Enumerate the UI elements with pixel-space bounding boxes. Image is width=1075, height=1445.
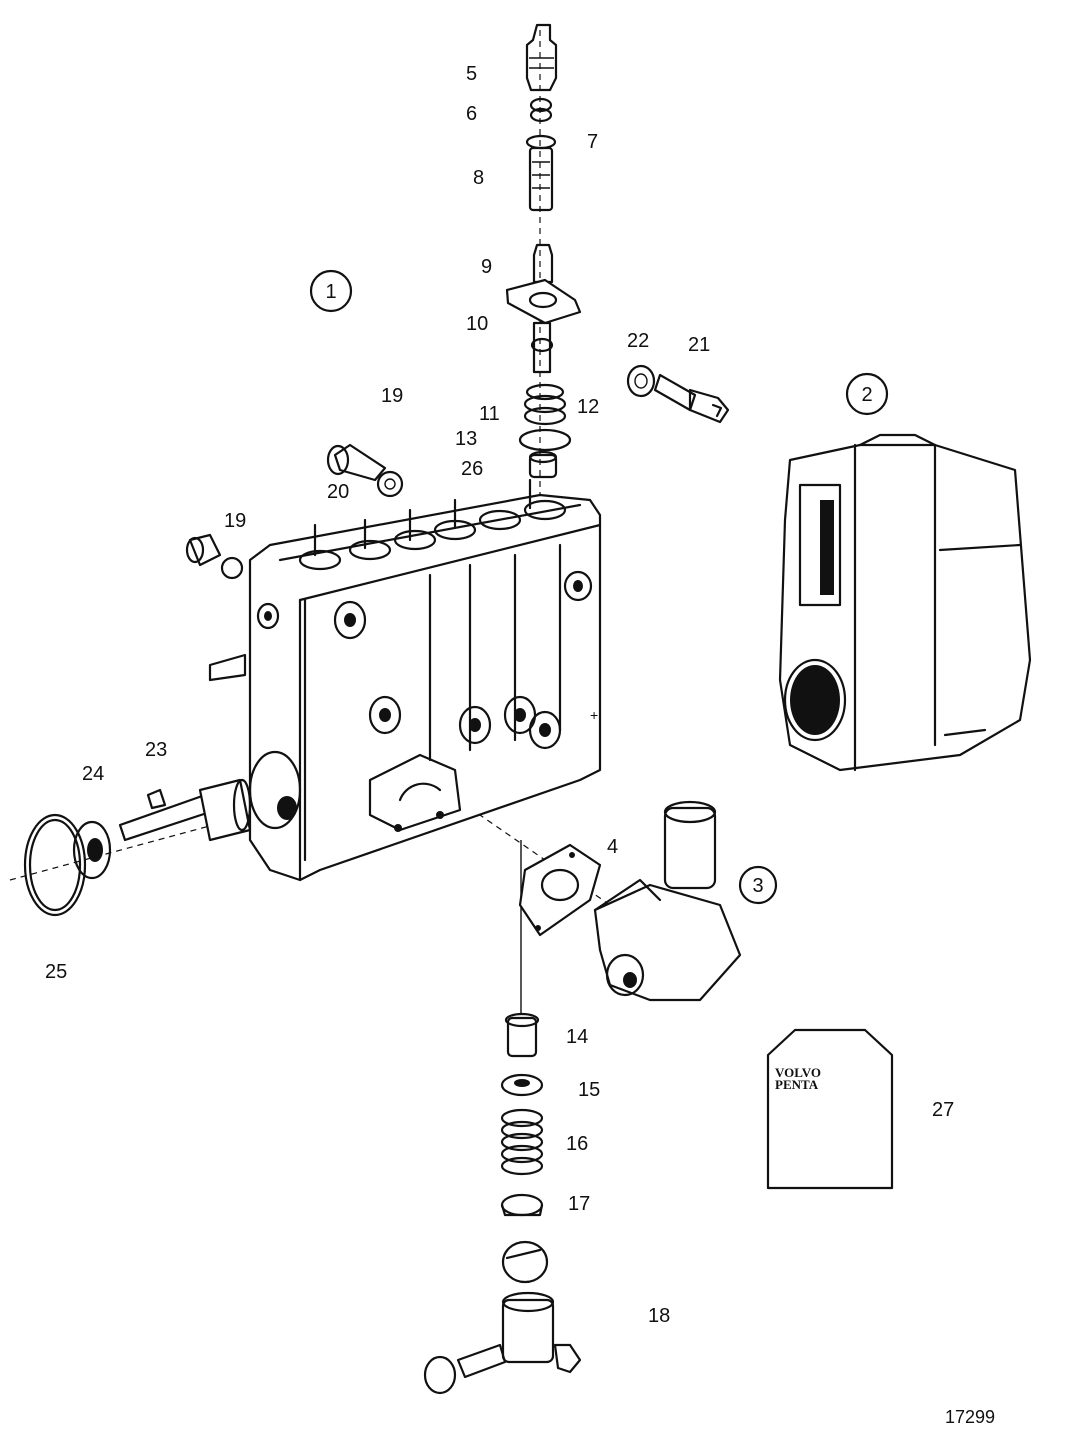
part-8-valve: [528, 146, 554, 212]
part-26-sleeve: [528, 450, 558, 479]
part-20-bolt: [326, 443, 404, 498]
part-4-gasket: [518, 843, 602, 937]
svg-text:1: 1: [325, 281, 336, 303]
circled-label-1: 1: [309, 269, 353, 313]
label-part-21: 21: [688, 334, 710, 356]
label-part-9: 9: [481, 256, 492, 278]
label-part-23: 23: [145, 739, 167, 761]
part-7-washer: [525, 134, 557, 150]
circled-label-2: 2: [845, 372, 889, 416]
part-21-screw: [653, 373, 730, 424]
part-24-seal: [72, 820, 112, 880]
shaft-axis-line: [9, 814, 251, 881]
label-part-12: 12: [577, 396, 599, 418]
label-part-19-top: 19: [381, 385, 403, 407]
label-part-8: 8: [473, 167, 484, 189]
part-27-volvo-penta-kit: VOLVO PENTA: [766, 1028, 894, 1190]
part-15-spring-seat: [500, 1073, 544, 1097]
part-5-valve-holder: [525, 23, 558, 92]
part-2-pump-cover: [778, 433, 1032, 772]
part-6-spring: [529, 97, 553, 123]
label-part-4: 4: [607, 836, 618, 858]
package-text-line1: VOLVO: [775, 1065, 821, 1080]
part-23-key: [146, 788, 167, 810]
label-part-20: 20: [327, 481, 349, 503]
label-part-7: 7: [587, 131, 598, 153]
part-22-washer: [626, 364, 656, 398]
svg-text:+: +: [590, 707, 598, 723]
part-18-roller-tappet: [423, 1240, 582, 1395]
part-11-spring: [523, 383, 567, 426]
label-part-6: 6: [466, 103, 477, 125]
part-9-flange-fitting: [505, 243, 582, 325]
label-part-5: 5: [466, 63, 477, 85]
label-part-18: 18: [648, 1305, 670, 1327]
part-14-plunger: [504, 1012, 540, 1058]
label-part-15: 15: [578, 1079, 600, 1101]
label-part-17: 17: [568, 1193, 590, 1215]
label-part-13: 13: [455, 428, 477, 450]
label-part-22: 22: [627, 330, 649, 352]
label-part-25: 25: [45, 961, 67, 983]
part-25-o-ring: [23, 813, 87, 917]
part-10-pin: [530, 321, 554, 374]
part-3-feed-pump: [593, 800, 742, 1002]
drawing-number: 17299: [945, 1407, 995, 1427]
part-17-lower-seat: [500, 1193, 544, 1217]
label-part-24: 24: [82, 763, 104, 785]
svg-text:3: 3: [752, 875, 763, 897]
label-part-16: 16: [566, 1133, 588, 1155]
circled-label-3: 3: [738, 865, 778, 905]
part-19-plug: [185, 533, 244, 580]
part-12-shim-ring: [518, 428, 572, 452]
label-part-19-left: 19: [224, 510, 246, 532]
part-1-pump-housing: +: [208, 478, 602, 882]
label-part-14: 14: [566, 1026, 588, 1048]
part-24-drive-shaft: [118, 778, 252, 842]
svg-text:2: 2: [861, 384, 872, 406]
label-part-26: 26: [461, 458, 483, 480]
package-text-line2: PENTA: [775, 1077, 819, 1092]
label-part-11: 11: [479, 403, 500, 425]
label-part-10: 10: [466, 313, 488, 335]
label-part-27: 27: [932, 1099, 954, 1121]
part-16-spring: [500, 1108, 544, 1176]
